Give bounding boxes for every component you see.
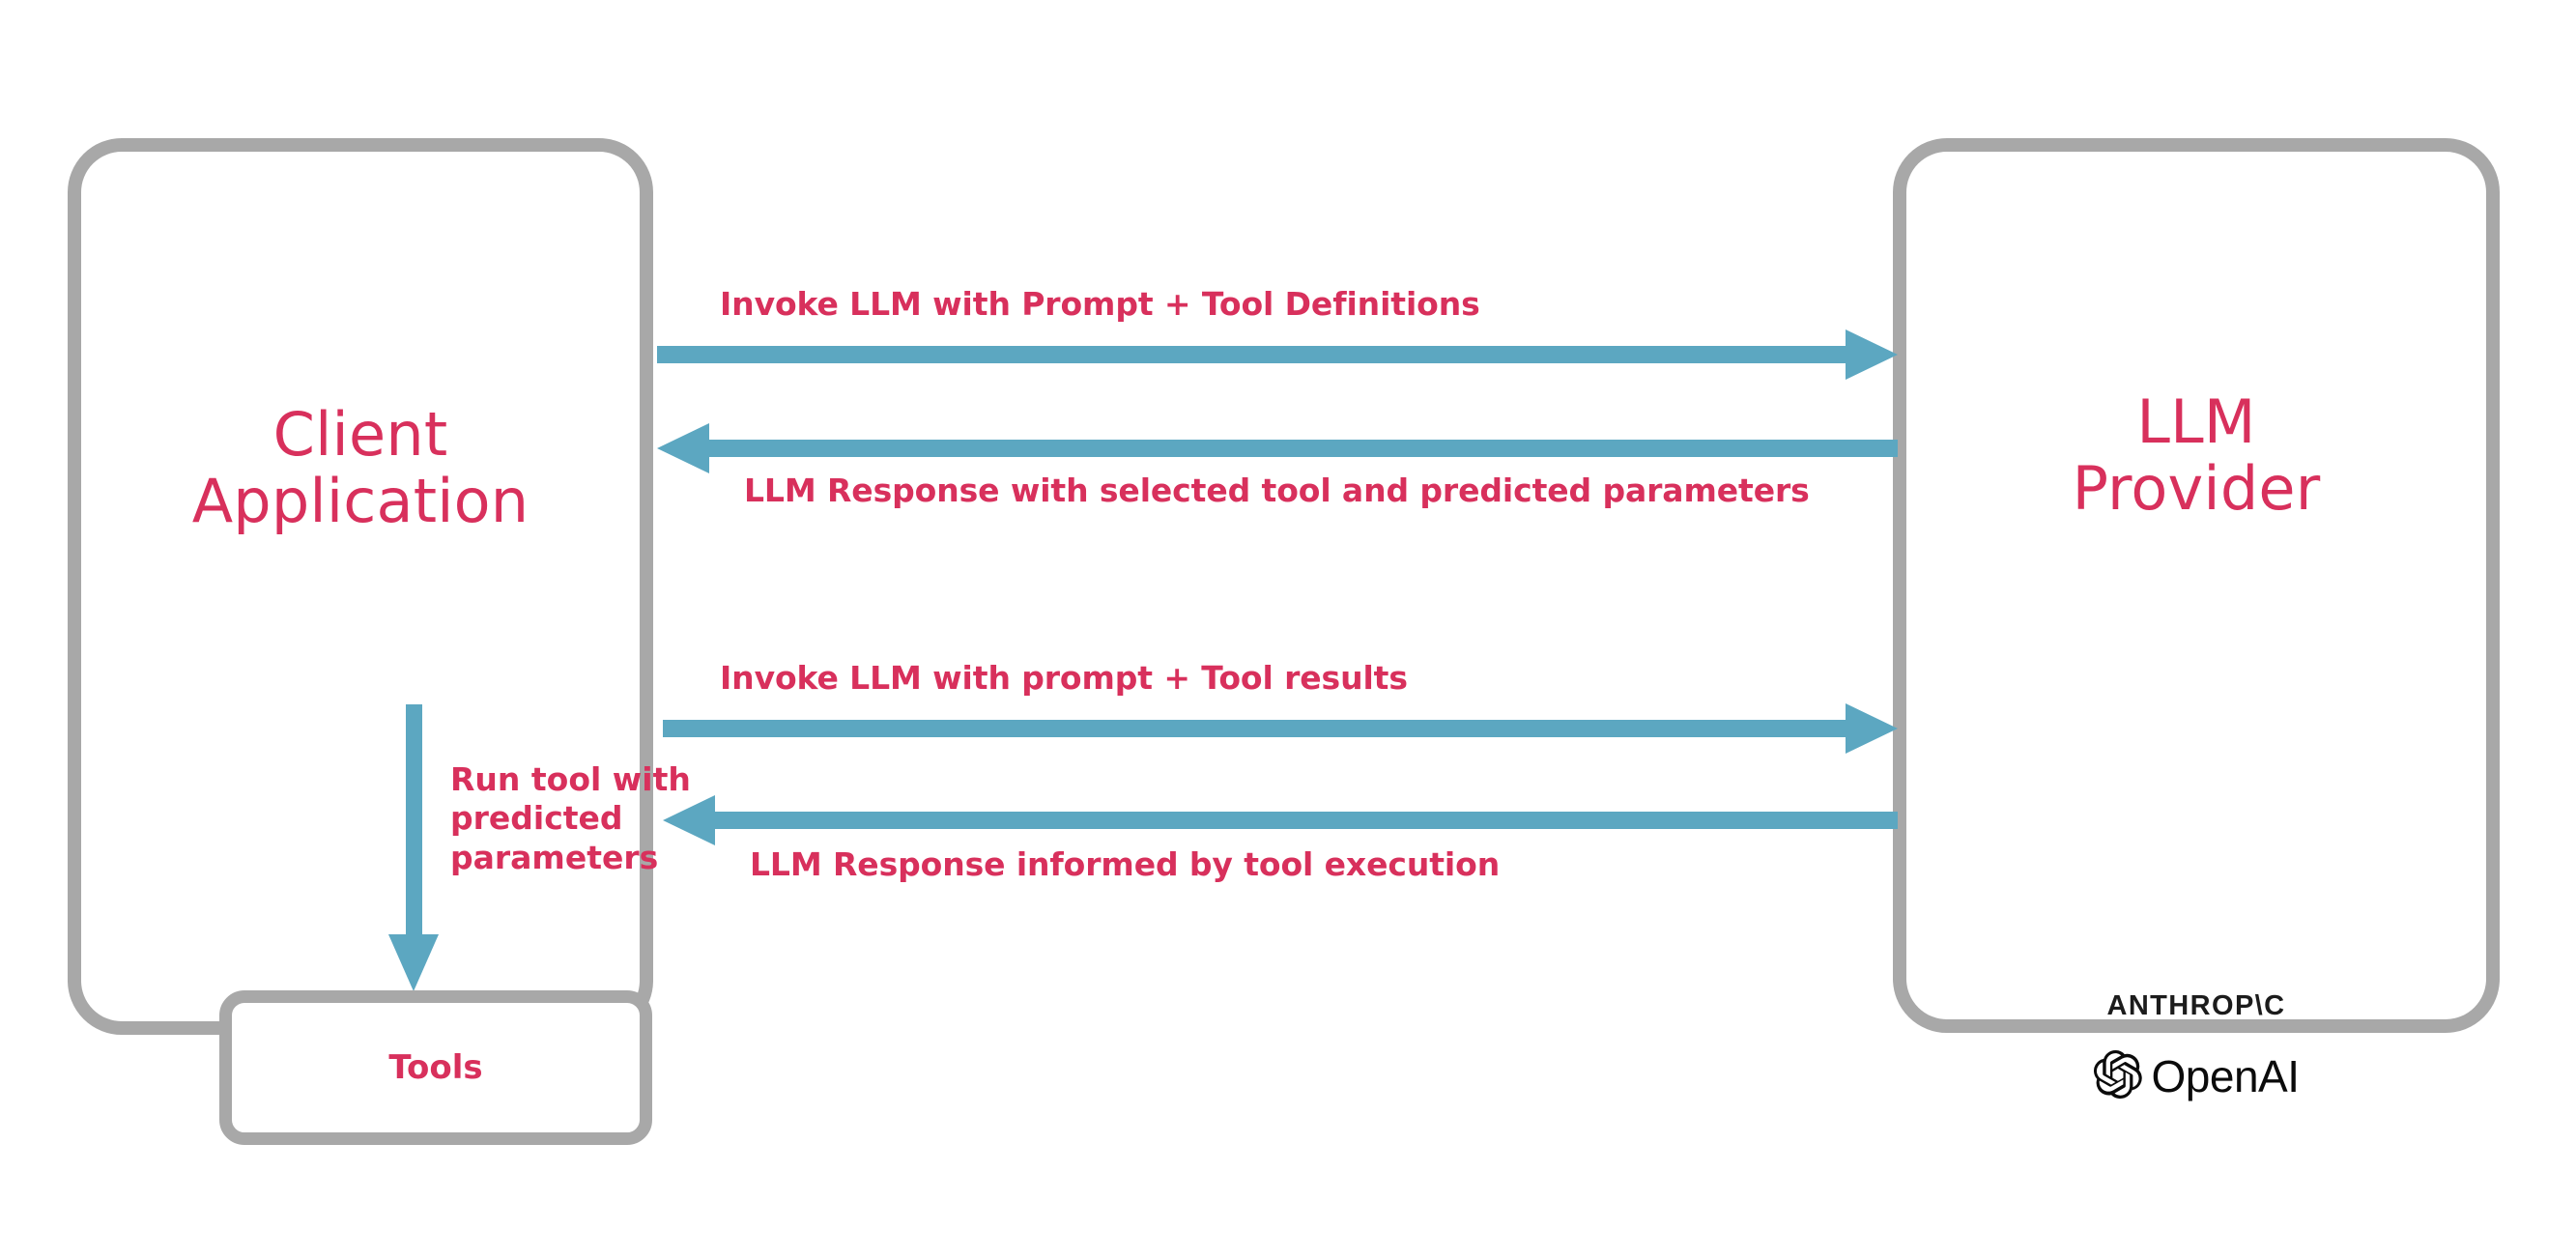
arrow-response-1 — [657, 422, 1898, 474]
arrow-invoke-1 — [657, 329, 1898, 381]
client-application-box[interactable]: Client Application Run tool with predict… — [68, 138, 691, 1145]
arrow-invoke-2-label: Invoke LLM with prompt + Tool results — [720, 659, 1408, 697]
openai-mark-icon — [2093, 1049, 2142, 1102]
openai-wordmark: OpenAI — [2151, 1051, 2301, 1101]
arrow-invoke-1-label: Invoke LLM with Prompt + Tool Definition… — [720, 285, 1480, 323]
tools-label: Tools — [388, 1048, 483, 1087]
run-tool-arrow — [385, 704, 443, 994]
tools-box[interactable]: Tools — [219, 990, 652, 1145]
llm-provider-box[interactable]: LLM Provider ANTHROP\C OpenAI — [1893, 138, 2500, 1101]
arrow-response-1-label: LLM Response with selected tool and pred… — [744, 472, 1810, 509]
client-title-line-2: Application — [191, 466, 530, 537]
llm-provider-title: LLM Provider — [1906, 388, 2486, 523]
openai-logo: OpenAI — [1906, 1049, 2486, 1102]
anthropic-logo: ANTHROP\C — [2106, 990, 2286, 1021]
llm-title-line-2: Provider — [2072, 453, 2321, 525]
client-title-line-1: Client — [272, 399, 448, 470]
arrow-response-2 — [663, 794, 1898, 846]
client-application-title: Client Application — [81, 401, 640, 535]
arrow-response-2-label: LLM Response informed by tool execution — [750, 845, 1501, 883]
run-tool-label: Run tool with predicted parameters — [450, 760, 691, 876]
arrow-invoke-2 — [663, 702, 1898, 755]
llm-title-line-1: LLM — [2136, 386, 2256, 457]
